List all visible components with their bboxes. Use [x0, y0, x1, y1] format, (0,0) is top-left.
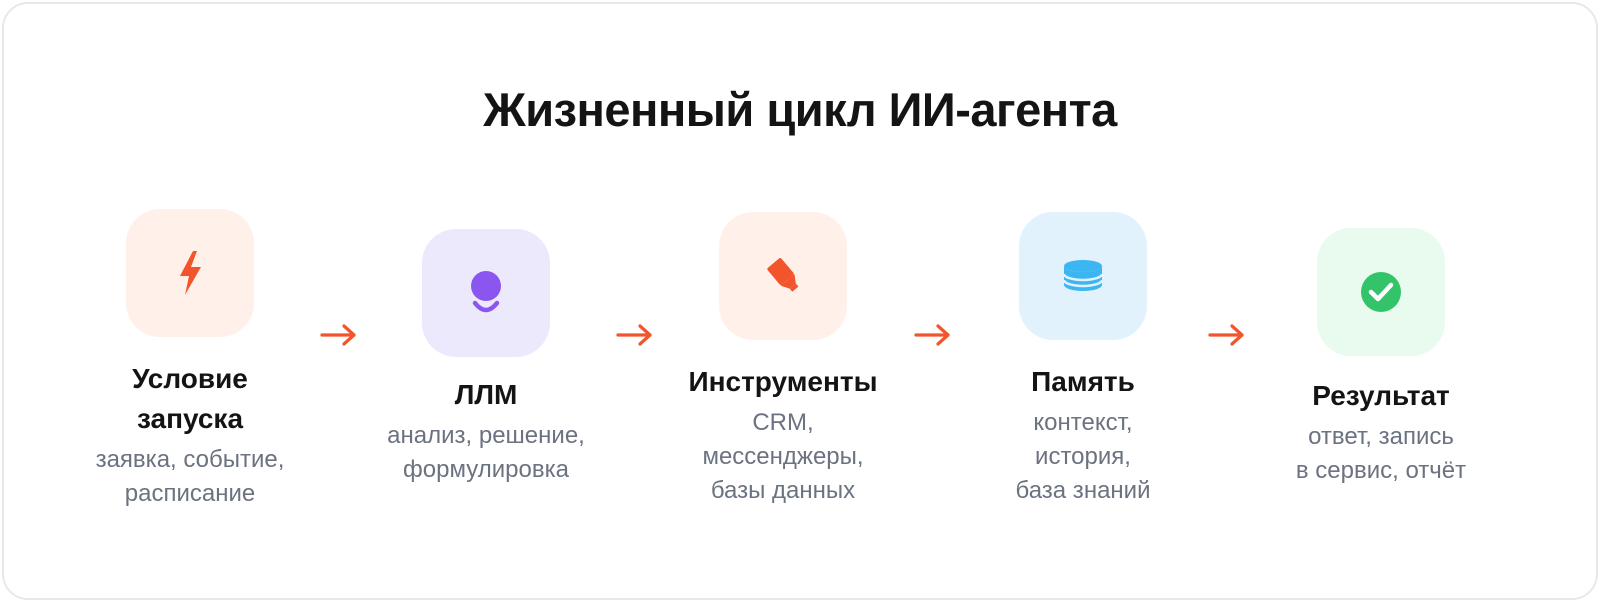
arrow-right-icon	[616, 324, 652, 346]
tool-highlighter-icon	[761, 256, 805, 296]
step-description: ответ, запись в сервис, отчёт	[1295, 423, 1467, 484]
check-circle-icon	[1359, 270, 1403, 314]
step-memory: Память контекст, история, база знаний	[943, 212, 1223, 508]
step-llm: ЛЛМ анализ, решение, формулировка	[346, 229, 626, 487]
arrow-right-icon	[914, 324, 950, 346]
step-description: анализ, решение, формулировка	[387, 422, 585, 483]
database-icon	[1061, 258, 1105, 294]
diagram-title: Жизненный цикл ИИ-агента	[483, 83, 1117, 136]
step-tools: Инструменты CRM, мессенджеры, базы данны…	[643, 212, 923, 508]
step-title: Память	[1031, 366, 1135, 397]
step-tile-llm	[422, 229, 550, 357]
step-title: Условие запуска	[132, 363, 248, 434]
lightning-icon	[175, 249, 205, 297]
step-title: Результат	[1312, 380, 1450, 411]
step-title: Инструменты	[688, 366, 878, 397]
step-description: контекст, история, база знаний	[1015, 409, 1151, 504]
step-tile-result	[1317, 228, 1445, 356]
step-trigger: Условие запуска заявка, событие, расписа…	[50, 209, 330, 511]
step-result: Результат ответ, запись в сервис, отчёт	[1241, 228, 1521, 488]
step-tile-tools	[719, 212, 847, 340]
step-tile-trigger	[126, 209, 254, 337]
arrow-right-icon	[320, 324, 356, 346]
step-description: заявка, событие, расписание	[95, 446, 285, 507]
step-title: ЛЛМ	[454, 379, 518, 410]
arrow-right-icon	[1208, 324, 1244, 346]
step-description: CRM, мессенджеры, базы данных	[702, 409, 864, 504]
step-tile-memory	[1019, 212, 1147, 340]
brain-bulb-icon	[466, 269, 506, 317]
